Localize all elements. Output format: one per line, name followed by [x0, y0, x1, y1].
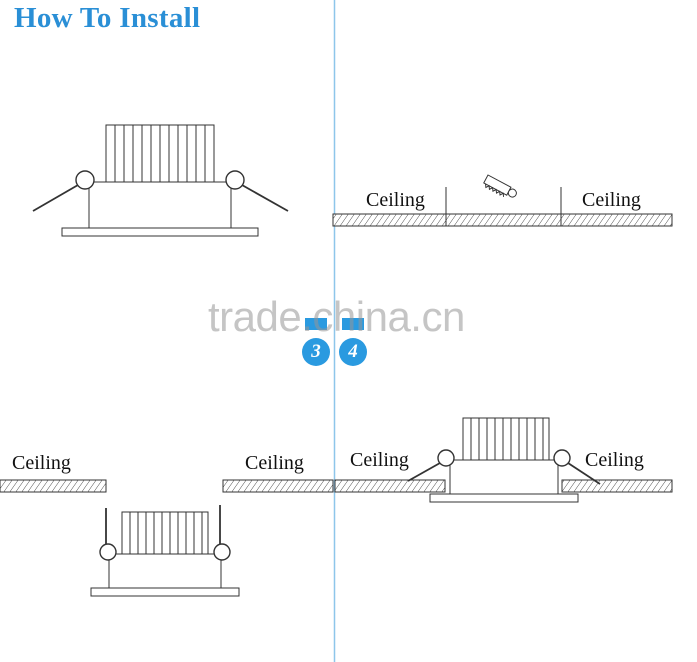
ceiling-bottom-left: [0, 479, 334, 493]
saw-icon: [483, 174, 517, 198]
ceiling-label-step5-left: Ceiling: [350, 449, 409, 471]
center-accent-left: [305, 318, 327, 330]
ceiling-top-right: [332, 187, 673, 227]
fixture-top-left: [32, 124, 289, 237]
step-3-badge: 3: [302, 338, 330, 366]
page-title: How To Install: [14, 2, 201, 34]
ceiling-label-step4-left: Ceiling: [12, 452, 71, 474]
ceiling-label-step5-right: Ceiling: [585, 449, 644, 471]
ceiling-label-step3-right: Ceiling: [582, 189, 641, 211]
ceiling-label-step3-left: Ceiling: [366, 189, 425, 211]
ceiling-bottom-right: [334, 479, 673, 493]
watermark: trade.china.cn: [208, 293, 465, 340]
fixture-bottom-left: [90, 505, 240, 597]
ceiling-label-step4-right: Ceiling: [245, 452, 304, 474]
step-4-badge: 4: [339, 338, 367, 366]
fixture-bottom-right: [407, 417, 601, 503]
center-accent-right: [342, 318, 364, 330]
